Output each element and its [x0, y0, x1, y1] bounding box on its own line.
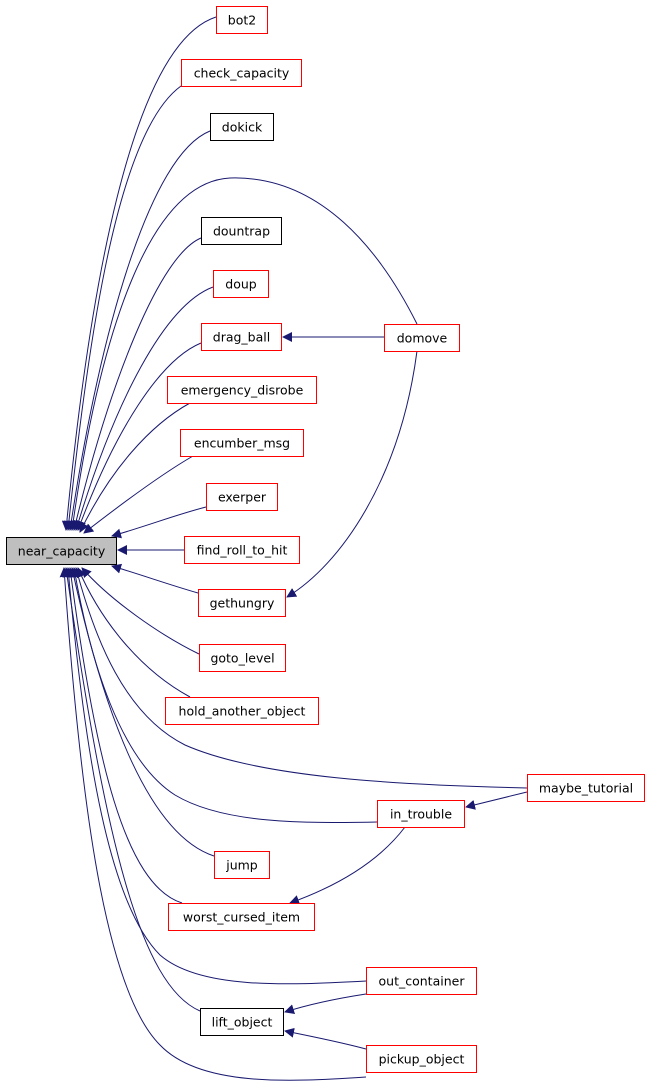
node-label-maybe_tutorial: maybe_tutorial: [539, 781, 633, 796]
edge-pickup_object-to-near_capacity: [59, 567, 367, 1081]
node-box-worst_cursed_item: [168, 903, 315, 931]
node-box-in_trouble: [377, 800, 465, 828]
edge-goto_level-to-near_capacity: [81, 567, 200, 655]
node-box-out_container: [366, 967, 477, 995]
node-goto_level[interactable]: goto_level: [199, 644, 286, 672]
node-label-domove: domove: [397, 331, 448, 346]
node-label-goto_level: goto_level: [210, 651, 274, 666]
node-in_trouble[interactable]: in_trouble: [377, 800, 465, 828]
edge-check_capacity-to-near_capacity: [63, 85, 182, 531]
node-box-drag_ball: [201, 323, 282, 351]
node-label-emergency_disrobe: emergency_disrobe: [181, 383, 304, 398]
edges-layer: [59, 16, 528, 1081]
node-box-jump: [214, 851, 270, 879]
node-label-near_capacity: near_capacity: [18, 544, 106, 559]
node-label-out_container: out_container: [379, 974, 466, 989]
node-dokick: dokick: [210, 113, 274, 141]
node-worst_cursed_item[interactable]: worst_cursed_item: [168, 903, 315, 931]
edge-bot2-to-near_capacity: [61, 16, 217, 531]
node-lift_object: lift_object: [200, 1008, 284, 1036]
node-box-find_roll_to_hit: [184, 536, 300, 564]
node-label-in_trouble: in_trouble: [390, 807, 452, 822]
node-box-dountrap: [201, 217, 282, 245]
node-drag_ball[interactable]: drag_ball: [201, 323, 282, 351]
node-label-jump: jump: [225, 858, 258, 873]
edge-in_trouble-to-worst_cursed_item: [289, 826, 406, 905]
node-emergency_disrobe[interactable]: emergency_disrobe: [167, 376, 317, 404]
edge-doup-to-near_capacity: [73, 286, 214, 531]
edge-drag_ball-to-near_capacity: [76, 342, 202, 531]
edge-out_container-to-lift_object: [284, 993, 367, 1015]
node-check_capacity[interactable]: check_capacity: [181, 59, 302, 87]
edge-maybe_tutorial-to-near_capacity: [73, 567, 528, 789]
edge-dountrap-to-near_capacity: [71, 237, 202, 531]
edge-domove-to-near_capacity: [68, 177, 418, 531]
node-box-dokick: [210, 113, 274, 141]
node-box-near_capacity: [6, 537, 117, 565]
node-label-gethungry: gethungry: [210, 596, 275, 611]
edge-hold_another_object-to-near_capacity: [76, 567, 191, 698]
node-maybe_tutorial[interactable]: maybe_tutorial: [527, 774, 645, 802]
edge-encumber_msg-to-near_capacity: [83, 455, 194, 534]
node-box-hold_another_object: [165, 697, 319, 725]
edge-out_container-to-near_capacity: [63, 567, 367, 985]
node-box-pickup_object: [366, 1045, 477, 1073]
node-pickup_object[interactable]: pickup_object: [366, 1045, 477, 1073]
node-box-domove: [384, 324, 460, 352]
node-box-goto_level: [199, 644, 286, 672]
node-label-find_roll_to_hit: find_roll_to_hit: [197, 543, 288, 558]
node-encumber_msg[interactable]: encumber_msg: [180, 429, 304, 457]
edge-jump-to-near_capacity: [69, 567, 215, 857]
node-label-lift_object: lift_object: [212, 1015, 273, 1030]
edge-dokick-to-near_capacity: [66, 130, 211, 531]
node-near_capacity: near_capacity: [6, 537, 117, 565]
edge-emergency_disrobe-to-near_capacity: [79, 402, 191, 533]
edge-worst_cursed_item-to-near_capacity: [66, 567, 183, 904]
node-domove[interactable]: domove: [384, 324, 460, 352]
node-label-doup: doup: [225, 277, 257, 292]
node-label-pickup_object: pickup_object: [379, 1052, 465, 1067]
node-box-encumber_msg: [180, 429, 304, 457]
node-label-hold_another_object: hold_another_object: [179, 704, 306, 719]
edge-gethungry-to-near_capacity: [111, 563, 199, 594]
node-box-emergency_disrobe: [167, 376, 317, 404]
node-box-exerper: [206, 483, 278, 511]
node-label-dountrap: dountrap: [213, 224, 270, 239]
node-box-maybe_tutorial: [527, 774, 645, 802]
node-gethungry[interactable]: gethungry: [198, 589, 286, 617]
edge-domove-to-gethungry: [286, 350, 418, 598]
node-label-check_capacity: check_capacity: [194, 66, 290, 81]
node-label-dokick: dokick: [222, 120, 263, 135]
node-find_roll_to_hit[interactable]: find_roll_to_hit: [184, 536, 300, 564]
node-box-check_capacity: [181, 59, 302, 87]
node-label-encumber_msg: encumber_msg: [194, 436, 290, 451]
node-dountrap: dountrap: [201, 217, 282, 245]
node-label-exerper: exerper: [218, 490, 267, 505]
node-box-gethungry: [198, 589, 286, 617]
node-label-bot2: bot2: [228, 13, 256, 28]
edge-pickup_object-to-lift_object: [284, 1027, 367, 1050]
edge-maybe_tutorial-to-in_trouble: [465, 791, 528, 810]
node-hold_another_object[interactable]: hold_another_object: [165, 697, 319, 725]
node-box-doup: [213, 270, 269, 298]
node-label-worst_cursed_item: worst_cursed_item: [183, 910, 300, 925]
edge-exerper-to-near_capacity: [111, 506, 207, 539]
node-box-bot2: [216, 6, 268, 34]
node-doup[interactable]: doup: [213, 270, 269, 298]
node-exerper[interactable]: exerper: [206, 483, 278, 511]
node-box-lift_object: [200, 1008, 284, 1036]
node-jump[interactable]: jump: [214, 851, 270, 879]
edge-lift_object-to-near_capacity: [62, 567, 201, 1012]
node-out_container[interactable]: out_container: [366, 967, 477, 995]
node-label-drag_ball: drag_ball: [213, 330, 270, 345]
node-bot2[interactable]: bot2: [216, 6, 268, 34]
